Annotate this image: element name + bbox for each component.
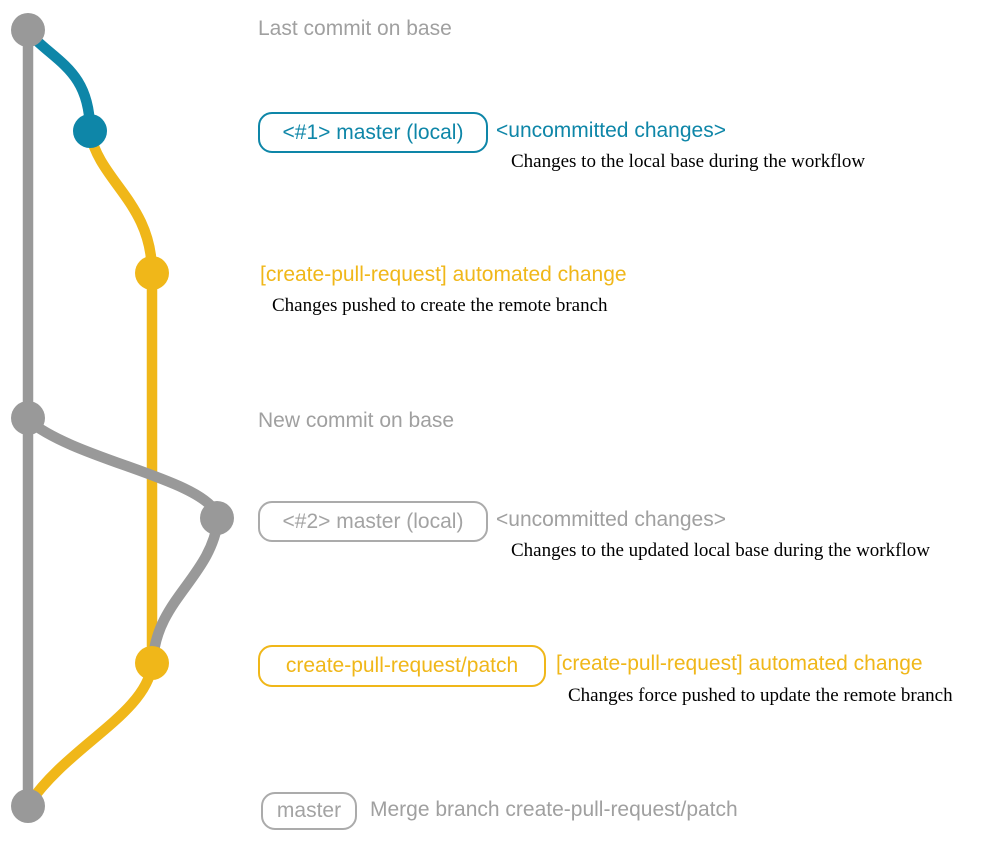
title-automated-change-1: [create-pull-request] automated change	[260, 263, 627, 286]
master-local-branch-segment-1	[22, 26, 96, 137]
title-merge-branch: Merge branch create-pull-request/patch	[370, 798, 738, 821]
master-local-branch-segment-2	[22, 414, 223, 520]
desc-uncommitted-changes-1: Changes to the local base during the wor…	[511, 151, 866, 172]
git-graph	[11, 13, 234, 823]
branch-badge-master-local-1: <#1> master (local)	[258, 112, 488, 153]
desc-automated-change-1: Changes pushed to create the remote bran…	[272, 295, 608, 316]
branch-badge-master: master	[261, 792, 357, 830]
note-new-commit-on-base: New commit on base	[258, 409, 455, 432]
commit-dot-uncommitted-changes-2	[200, 501, 234, 535]
commit-dot-automated-change-1	[135, 256, 169, 290]
desc-uncommitted-changes-2: Changes to the updated local base during…	[511, 540, 930, 561]
desc-automated-change-2: Changes force pushed to update the remot…	[568, 685, 953, 706]
commit-dot-last-commit-on-base	[11, 13, 45, 47]
patch-merge-line	[23, 659, 158, 810]
commit-dot-new-commit-on-base	[11, 401, 45, 435]
commit-dot-automated-change-2	[135, 646, 169, 680]
commit-dot-uncommitted-changes-1	[73, 114, 107, 148]
title-automated-change-2: [create-pull-request] automated change	[556, 652, 923, 675]
commit-dot-merge-commit	[11, 789, 45, 823]
title-uncommitted-changes-1: <uncommitted changes>	[496, 119, 726, 142]
note-last-commit-on-base: Last commit on base	[258, 17, 452, 40]
patch-branch-segment-1	[84, 127, 158, 279]
branch-badge-master-local-2: <#2> master (local)	[258, 501, 488, 542]
title-uncommitted-changes-2: <uncommitted changes>	[496, 508, 726, 531]
master-local-branch-segment-3	[147, 514, 224, 667]
branch-badge-create-pull-request-patch: create-pull-request/patch	[258, 645, 546, 687]
